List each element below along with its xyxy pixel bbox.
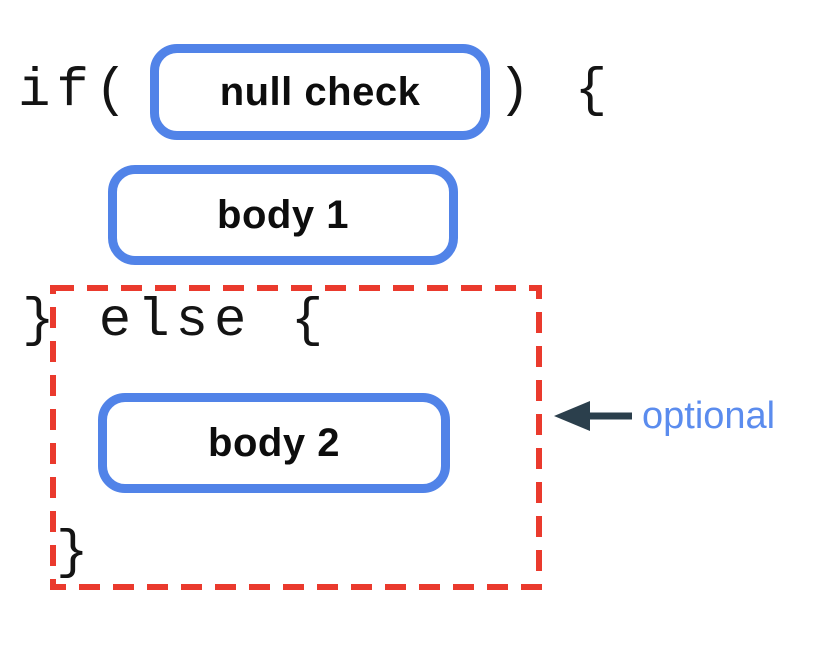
condition-box: null check	[150, 44, 490, 140]
body1-box: body 1	[108, 165, 458, 265]
code-close-paren-open-brace: ) {	[498, 61, 614, 122]
code-if-open: if(	[18, 61, 134, 122]
body1-box-label: body 1	[217, 192, 349, 237]
optional-region-dashed-outline	[50, 285, 542, 590]
code-closing-brace: }	[56, 523, 95, 584]
body2-box: body 2	[98, 393, 450, 493]
code-else-line: } else {	[22, 291, 330, 352]
condition-box-label: null check	[219, 69, 421, 114]
body2-box-label: body 2	[208, 420, 340, 465]
optional-label: optional	[642, 395, 776, 437]
left-arrow-icon	[554, 401, 632, 431]
